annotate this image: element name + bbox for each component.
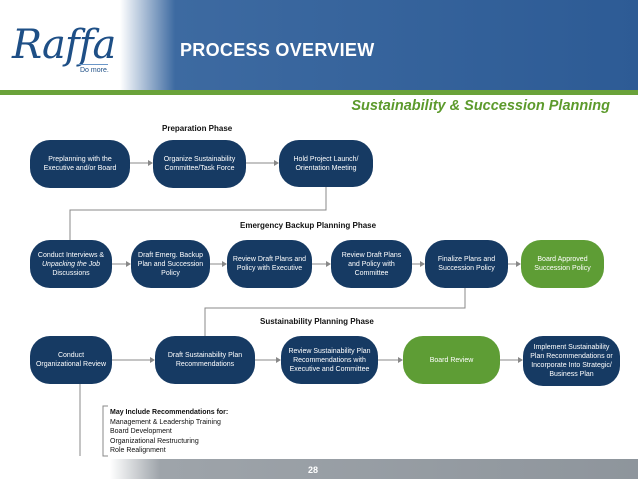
phase-label-sustainability: Sustainability Planning Phase: [260, 317, 374, 326]
note-item: Management & Leadership Training: [110, 418, 221, 426]
step-review-with-committee: Review Draft Plans and Policy with Commi…: [331, 240, 412, 288]
step-board-approved: Board Approved Succession Policy: [521, 240, 604, 288]
logo-divider: [78, 64, 108, 65]
interviews-text-2: Unpacking the Job: [42, 260, 100, 268]
step-preplanning: Preplanning with the Executive and/or Bo…: [30, 140, 130, 188]
interviews-text-1: Conduct Interviews &: [37, 251, 105, 259]
diagram-subtitle: Sustainability & Succession Planning: [351, 98, 610, 114]
note-item: Role Realignment: [110, 447, 166, 454]
note-item: Board Development: [110, 428, 172, 435]
page-number: 28: [308, 465, 319, 475]
recommendations-note: May Include Recommendations for: Managem…: [110, 408, 228, 456]
interviews-text-3: Discussions: [52, 269, 90, 277]
step-organizational-review: Conduct Organizational Review: [30, 336, 112, 384]
connector-lines: [69, 162, 518, 457]
accent-band: [0, 90, 638, 95]
step-review-with-executive: Review Draft Plans and Policy with Execu…: [227, 240, 312, 288]
step-organize-committee: Organize Sustainability Committee/Task F…: [153, 140, 246, 188]
footer-bar: [0, 459, 638, 479]
step-finalize-plans: Finalize Plans and Succession Policy: [425, 240, 508, 288]
step-draft-sustainability-plan: Draft Sustainability Plan Recommendation…: [155, 336, 255, 384]
phase-label-emergency: Emergency Backup Planning Phase: [240, 221, 377, 230]
page-title: PROCESS OVERVIEW: [180, 40, 375, 60]
phase-label-preparation: Preparation Phase: [162, 124, 233, 133]
note-title: May Include Recommendations for:: [110, 409, 229, 416]
step-implement-plan: Implement Sustainability Plan Recommenda…: [523, 336, 620, 386]
step-project-launch: Hold Project Launch/ Orientation Meeting: [279, 140, 373, 187]
step-board-review: Board Review: [403, 336, 500, 384]
note-item: Organizational Restructuring: [110, 437, 199, 445]
step-draft-emergency-plan: Draft Emerg. Backup Plan and Succession …: [131, 240, 210, 288]
logo-tagline: Do more.: [80, 67, 109, 74]
header-bar: [0, 0, 638, 90]
step-review-sustainability-plan: Review Sustainability Plan Recommendatio…: [281, 336, 378, 384]
step-conduct-interviews: Conduct Interviews & Unpacking the Job D…: [30, 240, 112, 288]
company-logo: Raffa: [12, 22, 116, 68]
